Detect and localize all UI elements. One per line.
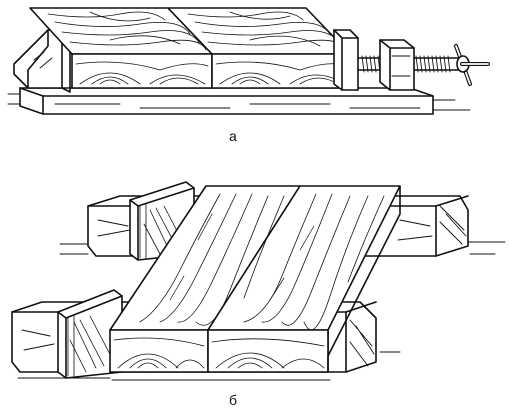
front-wedges xyxy=(57,289,123,379)
board-b-left-end xyxy=(109,329,209,373)
glued-boards xyxy=(109,185,401,381)
caption-b: б xyxy=(229,392,238,408)
clamped-boards xyxy=(29,7,357,91)
board-b-end-rings xyxy=(113,337,325,369)
top-grain-lines xyxy=(47,11,347,51)
t-handle xyxy=(454,44,490,86)
press-left-stop xyxy=(13,29,71,93)
board-b-grain xyxy=(139,193,385,331)
wedge-gluing-assembly xyxy=(11,181,506,381)
press-screw xyxy=(357,55,463,73)
board-right-end xyxy=(211,53,351,89)
caption-a: а xyxy=(229,128,237,144)
clamp-press-assembly xyxy=(7,7,490,115)
press-right-block xyxy=(379,39,415,91)
press-base xyxy=(7,87,471,115)
press-movable-jaw xyxy=(333,29,359,91)
end-grain-rings xyxy=(75,61,347,85)
board-b-right-end xyxy=(207,329,329,373)
